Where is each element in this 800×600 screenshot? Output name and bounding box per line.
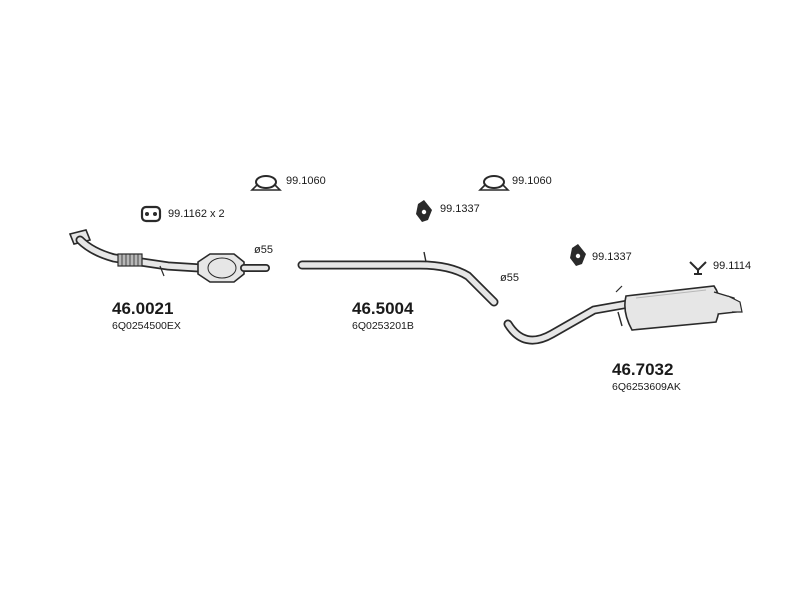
accessory-label: 99.1114	[713, 260, 752, 272]
rear-silencer	[503, 285, 743, 345]
part-number: 46.5004	[352, 299, 414, 318]
accessory-label: 99.1060	[512, 175, 552, 187]
clamp-icon	[478, 175, 510, 191]
hanger-icon	[416, 200, 432, 222]
hanger-icon	[570, 244, 586, 266]
accessory-label: 99.1337	[592, 251, 632, 263]
rubber-mount-icon	[140, 205, 162, 223]
diameter-label: ø55	[254, 244, 273, 256]
oem-code: 6Q6253609AK	[612, 381, 681, 393]
front-pipe-catalytic-converter	[68, 229, 270, 283]
intermediate-pipe	[297, 251, 499, 307]
accessory-label: 99.1162 x 2	[168, 208, 225, 220]
diameter-label: ø55	[500, 272, 519, 284]
oem-code: 6Q0253201B	[352, 320, 414, 332]
part-number: 46.7032	[612, 360, 674, 379]
accessory-label: 99.1060	[286, 175, 326, 187]
bracket-icon	[689, 261, 707, 275]
oem-code: 6Q0254500EX	[112, 320, 181, 332]
accessory-label: 99.1337	[440, 203, 480, 215]
clamp-icon	[250, 175, 282, 191]
part-number: 46.0021	[112, 299, 174, 318]
